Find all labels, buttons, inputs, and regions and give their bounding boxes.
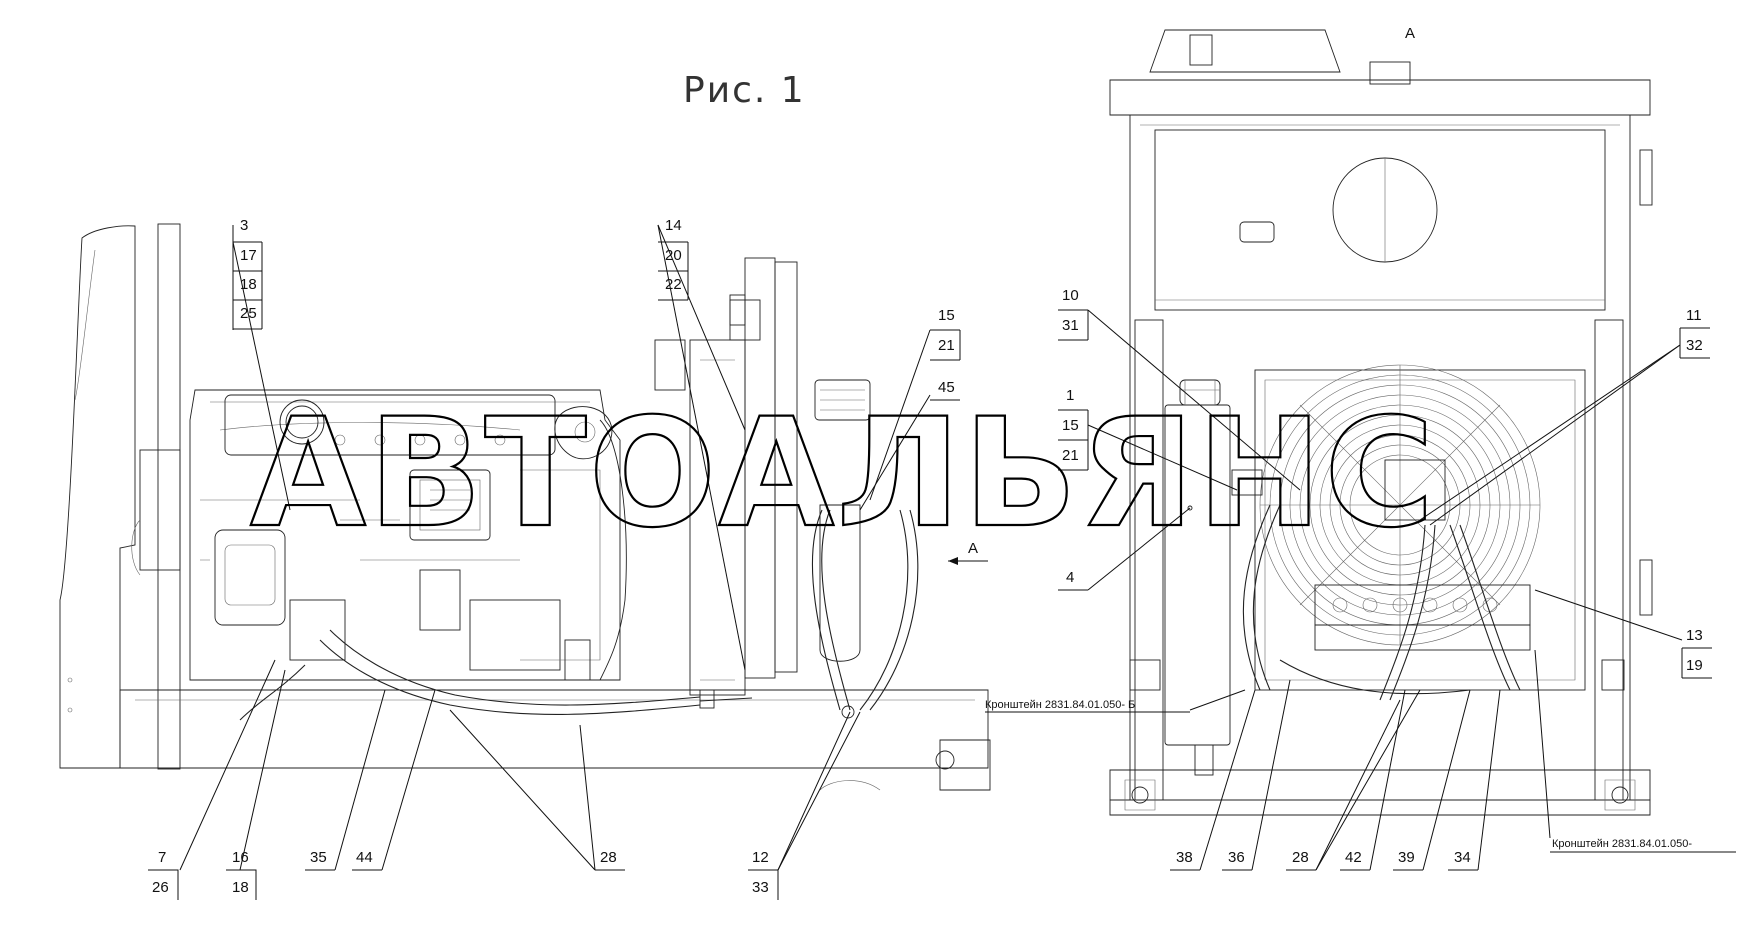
callout-26: 26 bbox=[152, 879, 169, 896]
callout-35: 35 bbox=[310, 849, 327, 866]
view-a: А bbox=[1109, 25, 1653, 816]
callout-19: 19 bbox=[1686, 657, 1703, 674]
callout-4: 4 bbox=[1066, 569, 1074, 586]
fan-grill bbox=[1259, 364, 1541, 646]
callout-32: 32 bbox=[1686, 337, 1703, 354]
callout-10: 10 bbox=[1062, 287, 1079, 304]
callout-33: 33 bbox=[752, 879, 769, 896]
callout-15-right: 15 bbox=[1062, 417, 1079, 434]
bracket-label-2: Кронштейн 2831.84.01.050- bbox=[1552, 838, 1692, 850]
callout-13: 13 bbox=[1686, 627, 1703, 644]
callout-28-left: 28 bbox=[600, 849, 617, 866]
callout-39: 39 bbox=[1398, 849, 1415, 866]
callout-1: 1 bbox=[1066, 387, 1074, 404]
callout-21-right: 21 bbox=[1062, 447, 1079, 464]
callout-21-left: 21 bbox=[938, 337, 955, 354]
side-view: А bbox=[59, 223, 991, 791]
callout-14: 14 bbox=[665, 217, 682, 234]
callout-17: 17 bbox=[240, 247, 257, 264]
callout-34: 34 bbox=[1454, 849, 1471, 866]
arrow-a-label: А bbox=[968, 540, 978, 557]
callout-28-right: 28 bbox=[1292, 849, 1309, 866]
callout-7: 7 bbox=[158, 849, 166, 866]
callout-31: 31 bbox=[1062, 317, 1079, 334]
callout-18-top: 18 bbox=[240, 276, 257, 293]
callout-25: 25 bbox=[240, 305, 257, 322]
callout-16: 16 bbox=[232, 849, 249, 866]
bracket-label-b: Кронштейн 2831.84.01.050- Б bbox=[985, 699, 1135, 711]
callout-20: 20 bbox=[665, 247, 682, 264]
callout-15-left: 15 bbox=[938, 307, 955, 324]
callout-45: 45 bbox=[938, 379, 955, 396]
watermark: АВТОАЛЬЯНС bbox=[250, 387, 1436, 561]
view-a-label: А bbox=[1405, 25, 1415, 42]
callouts: 3 17 18 25 14 20 22 15 21 45 7 26 16 18 … bbox=[148, 217, 1736, 900]
callout-11: 11 bbox=[1686, 307, 1702, 324]
callout-38: 38 bbox=[1176, 849, 1193, 866]
figure-title: Рис. 1 bbox=[683, 70, 806, 111]
callout-12: 12 bbox=[752, 849, 769, 866]
callout-44: 44 bbox=[356, 849, 373, 866]
callout-42: 42 bbox=[1345, 849, 1362, 866]
callout-22: 22 bbox=[665, 276, 682, 293]
callout-3: 3 bbox=[240, 217, 248, 234]
callout-36: 36 bbox=[1228, 849, 1245, 866]
callout-18-bottom: 18 bbox=[232, 879, 249, 896]
